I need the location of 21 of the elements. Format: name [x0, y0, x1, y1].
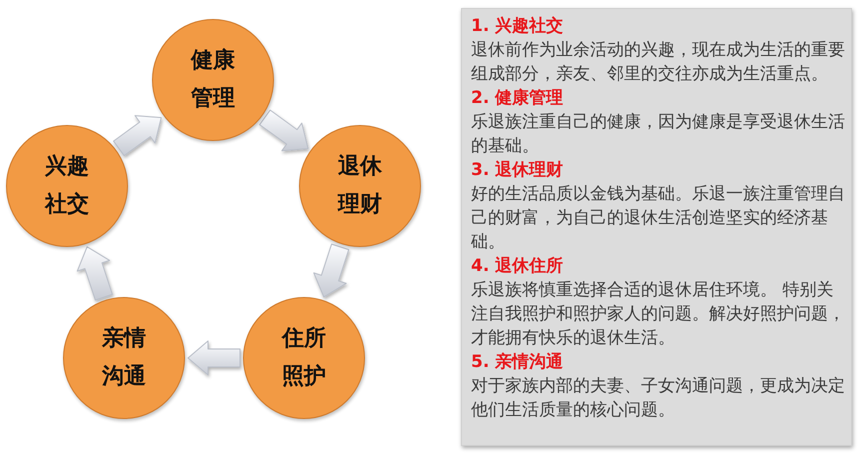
- circle-label: 兴趣社交: [44, 153, 90, 219]
- block-arrow: [113, 115, 162, 156]
- circle-label: 退休理财: [337, 153, 383, 219]
- block-arrow: [76, 246, 113, 301]
- section-heading: 5. 亲情沟通: [471, 351, 564, 374]
- info-panel: [461, 8, 852, 446]
- section-heading: 1. 兴趣社交: [471, 15, 564, 38]
- section-text: 乐退族注重自己的健康，因为健康是享受退休生活的基础。: [471, 111, 845, 158]
- section-heading: 4. 退休住所: [471, 255, 564, 278]
- section-heading: 3. 退休理财: [471, 159, 564, 182]
- block-arrow: [313, 244, 350, 298]
- circle-label: 健康管理: [190, 47, 236, 113]
- section-text: 好的生活品质以金钱为基础。乐退一族注重管理自己的财富，为自己的退休生活创造坚实的经济基础。: [471, 183, 845, 254]
- section-text: 乐退族将慎重选择合适的退休居住环境。 特别关注自我照护和照护家人的问题。解决好照护问题，才能拥有快乐的退休生活。: [471, 279, 845, 350]
- circle-label: 住所照护: [281, 325, 327, 391]
- circle-label: 亲情沟通: [101, 325, 147, 391]
- section-text: 退休前作为业余活动的兴趣，现在成为生活的重要组成部分，亲友、邻里的交往亦成为生活重点。: [471, 39, 845, 86]
- section-heading: 2. 健康管理: [471, 87, 564, 110]
- block-arrow: [188, 340, 240, 376]
- block-arrow: [259, 110, 309, 152]
- section-text: 对于家族内部的夫妻、子女沟通问题，更成为决定他们生活质量的核心问题。: [471, 375, 845, 422]
